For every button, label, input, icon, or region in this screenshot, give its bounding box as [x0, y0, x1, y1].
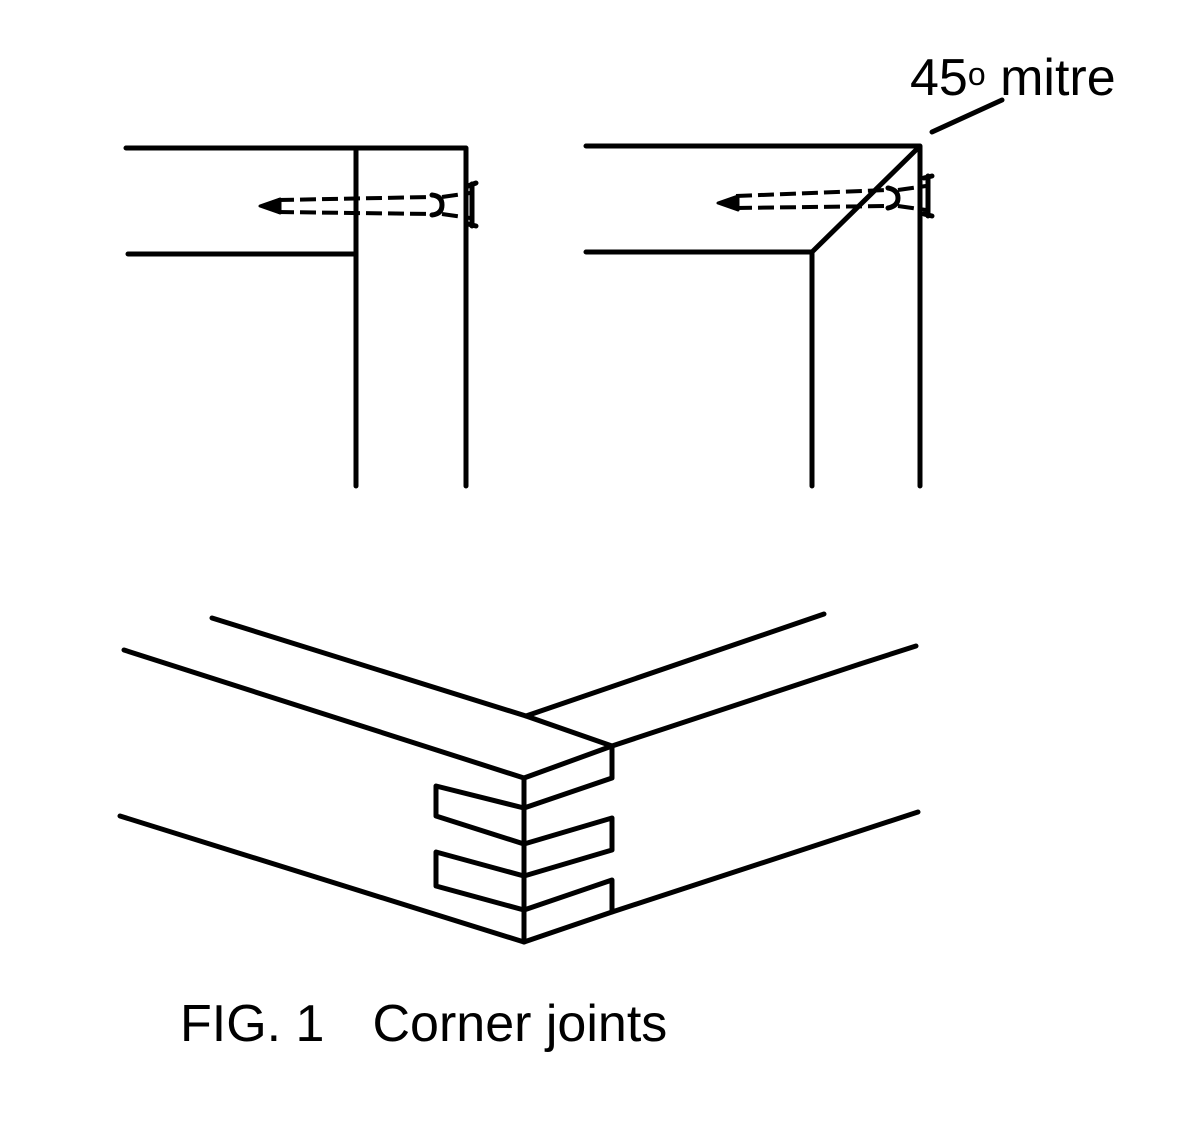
- finger-joint-right-board-bottom: [521, 809, 921, 945]
- figure-title: Corner joints: [372, 995, 668, 1053]
- finger-joint-left-board-bottom: [117, 813, 527, 945]
- mitre-joint-screw-icon: [716, 173, 935, 219]
- butt-joint-outer-edge: [123, 145, 469, 489]
- finger-joint-top-face-front: [521, 743, 615, 781]
- mitre-joint-drawing: [583, 97, 1005, 489]
- butt-joint-screw-icon: [258, 180, 479, 229]
- mitre-joint-inner-edge: [583, 249, 815, 489]
- mitre-joint-outer-edge: [583, 143, 923, 489]
- mitre-word: mitre: [1000, 49, 1116, 107]
- finger-joint-fingers: [433, 743, 615, 915]
- degree-symbol: o: [967, 56, 986, 92]
- mitre-angle-value: 45: [910, 49, 968, 107]
- mitre-leader-line: [929, 97, 1005, 135]
- mitre-joint-diagonal: [809, 145, 921, 255]
- finger-joint-right-board-back: [523, 611, 827, 719]
- figure-number: FIG. 1: [180, 995, 325, 1053]
- finger-joint-left-board-top: [121, 647, 527, 781]
- butt-joint-drawing: [123, 145, 479, 489]
- mitre-angle-label: 45o mitre: [910, 48, 1116, 108]
- finger-joint-right-board-top-end: [857, 643, 919, 667]
- finger-joint-right-board-top: [609, 661, 863, 749]
- figure-caption: FIG. 1 Corner joints: [180, 994, 667, 1054]
- finger-joint-left-board-back: [209, 615, 615, 749]
- finger-joint-drawing: [117, 611, 921, 945]
